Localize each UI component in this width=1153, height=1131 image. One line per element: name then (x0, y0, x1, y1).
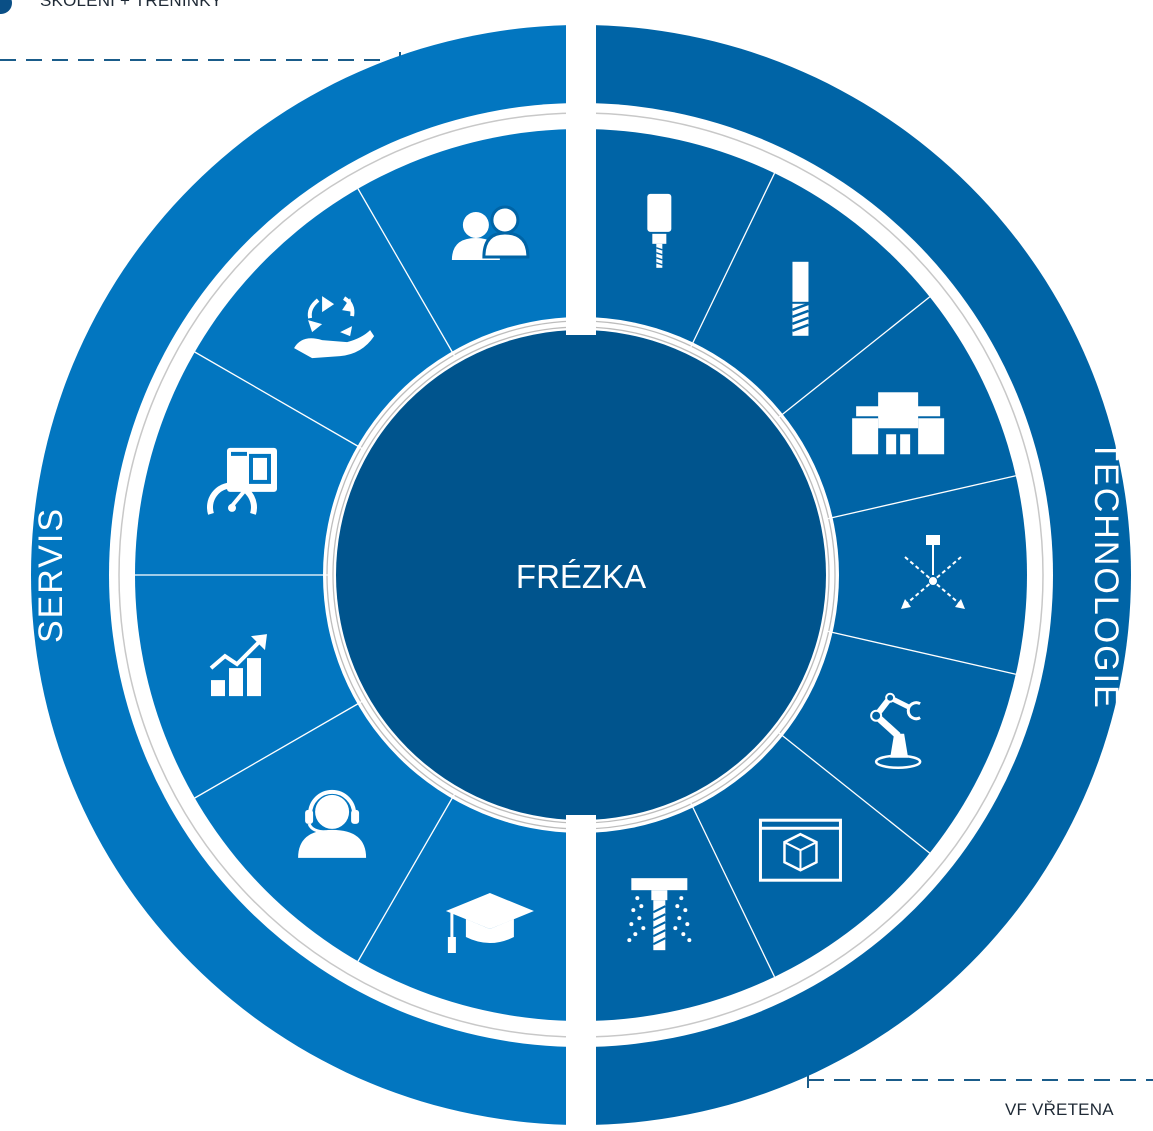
hand-recycle-icon (294, 296, 375, 359)
clamping-blocks-icon (852, 392, 945, 455)
laser-probe-icon (901, 535, 965, 609)
dashed-connector-bottom (807, 1072, 1153, 1088)
technologie-label: TECHNOLOGIE (1087, 440, 1125, 709)
cad-cube-icon (758, 818, 842, 882)
spindle-icon (647, 193, 672, 268)
annotation-top-left: ŠKOLENÍ + TRÉNINKY (40, 0, 223, 10)
center-disk (336, 330, 826, 820)
end-mill-icon (792, 261, 809, 336)
coolant-spindle-icon (627, 878, 692, 951)
graduation-cap-icon (445, 893, 534, 954)
dashed-connector-top (0, 52, 408, 68)
center-label: FRÉZKA (516, 558, 646, 595)
annotation-bottom-right: VF VŘETENA (1005, 1100, 1114, 1119)
top-gap (566, 0, 596, 335)
annotation-marker (0, 0, 12, 14)
users-icon (451, 205, 530, 260)
support-headset-icon (298, 789, 367, 858)
growth-chart-icon (209, 634, 267, 697)
servis-label: SERVIS (32, 507, 70, 643)
robot-arm-icon (870, 692, 922, 769)
machine-speedometer-icon (207, 447, 277, 515)
bottom-gap (566, 815, 596, 1131)
